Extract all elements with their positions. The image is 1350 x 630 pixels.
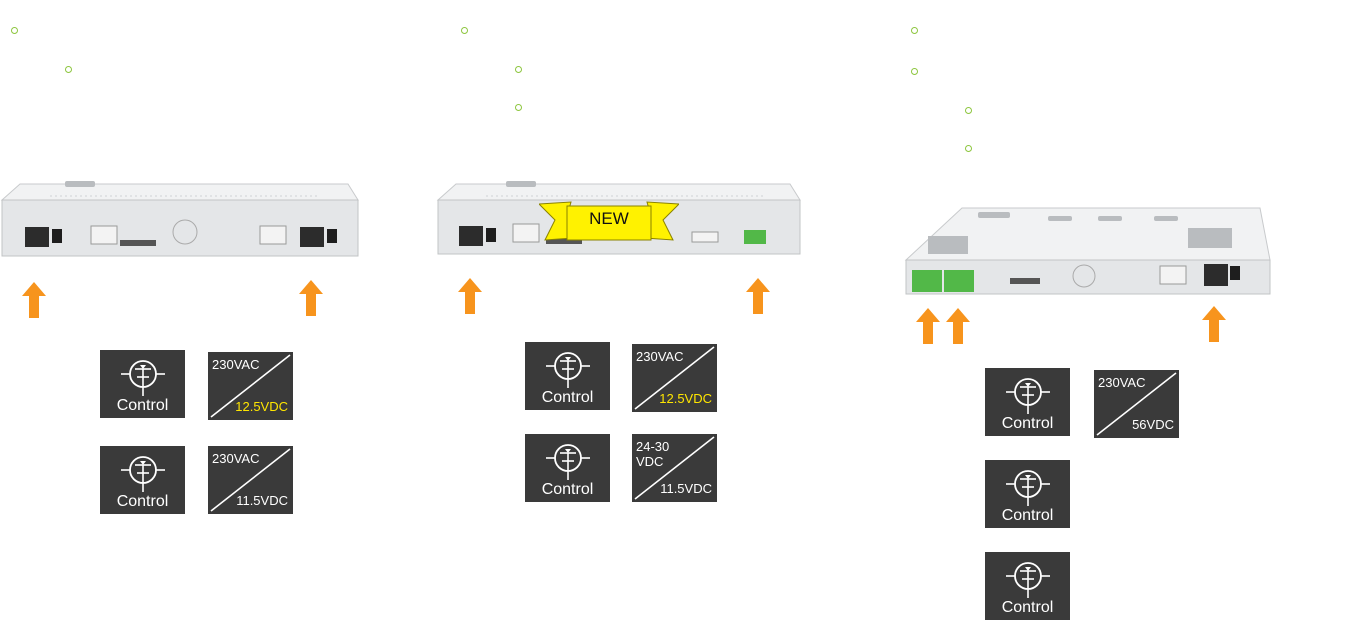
arrow-up-icon — [946, 308, 970, 344]
control-label: Control — [1001, 415, 1054, 432]
arrow-up-icon — [916, 308, 940, 344]
control-label: Control — [541, 389, 594, 406]
bullet-marker — [65, 66, 72, 73]
bullet-marker — [515, 66, 522, 73]
control-tile: Control — [985, 552, 1070, 620]
arrow-up-icon — [299, 280, 323, 316]
converter-tile: 230VAC 12.5VDC — [208, 352, 293, 420]
control-label: Control — [1001, 507, 1054, 524]
converter-tile: 230VAC 11.5VDC — [208, 446, 293, 514]
bullet-marker — [965, 107, 972, 114]
control-tile: Control — [100, 350, 185, 418]
input-voltage: 230VAC — [212, 451, 260, 466]
bullet-marker — [911, 68, 918, 75]
control-tile: Control — [985, 368, 1070, 436]
bullet-marker — [11, 27, 18, 34]
arrow-up-icon — [746, 278, 770, 314]
arrow-up-icon — [1202, 306, 1226, 342]
converter-tile: 230VAC 56VDC — [1094, 370, 1179, 438]
transistor-icon — [121, 360, 165, 396]
control-label: Control — [116, 397, 169, 414]
control-tile: Control — [100, 446, 185, 514]
output-voltage: 12.5VDC — [659, 391, 712, 406]
control-label: Control — [1001, 599, 1054, 616]
output-voltage: 12.5VDC — [235, 399, 288, 414]
input-voltage: 24-30 VDC — [636, 439, 670, 469]
input-voltage: 230VAC — [636, 349, 684, 364]
bullet-marker — [911, 27, 918, 34]
rack-unit-ac-dc — [436, 176, 804, 262]
control-label: Control — [116, 493, 169, 510]
transistor-icon — [546, 352, 590, 388]
bullet-marker — [461, 27, 468, 34]
transistor-icon — [1006, 378, 1050, 414]
control-tile: Control — [525, 434, 610, 502]
transistor-icon — [121, 456, 165, 492]
transistor-icon — [1006, 470, 1050, 506]
transistor-icon — [1006, 562, 1050, 598]
converter-tile: 24-30 VDC 11.5VDC — [632, 434, 717, 502]
output-voltage: 56VDC — [1132, 417, 1174, 432]
input-voltage: 230VAC — [1098, 375, 1146, 390]
bullet-marker — [965, 145, 972, 152]
converter-tile: 230VAC 12.5VDC — [632, 344, 717, 412]
control-tile: Control — [525, 342, 610, 410]
new-badge: NEW — [537, 196, 681, 246]
arrow-up-icon — [458, 278, 482, 314]
control-label: Control — [541, 481, 594, 498]
bullet-marker — [515, 104, 522, 111]
control-tile: Control — [985, 460, 1070, 528]
transistor-icon — [546, 444, 590, 480]
output-voltage: 11.5VDC — [660, 481, 712, 496]
output-voltage: 11.5VDC — [236, 493, 288, 508]
rack-unit-dc-terminals — [898, 206, 1274, 298]
input-voltage: 230VAC — [212, 357, 260, 372]
rack-unit-dual-ac — [0, 176, 360, 262]
arrow-up-icon — [22, 282, 46, 318]
new-badge-text: NEW — [589, 209, 629, 228]
